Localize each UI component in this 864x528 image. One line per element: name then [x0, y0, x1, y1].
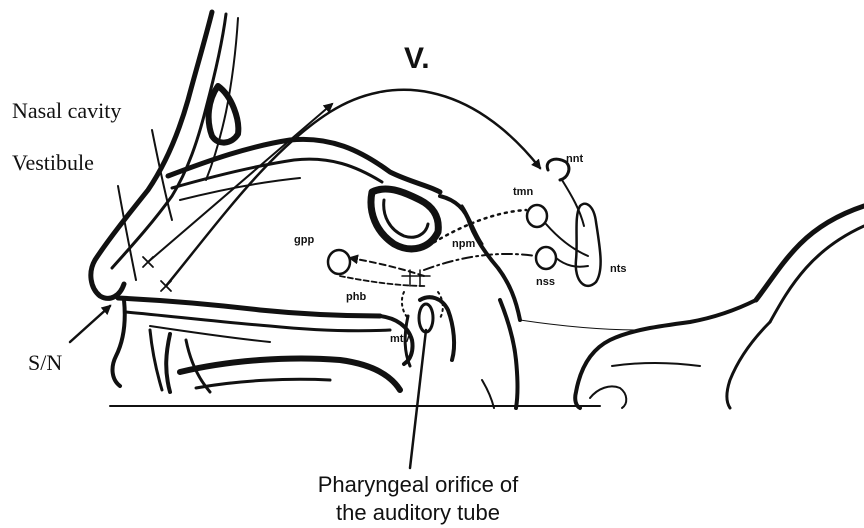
label-vestibule: Vestibule: [12, 150, 94, 175]
auditory-tube-pointer: [410, 304, 433, 468]
label-pharyngeal-line1: Pharyngeal orifice of: [318, 472, 519, 497]
label-phb: phb: [346, 291, 366, 303]
label-nnt: nnt: [566, 153, 583, 165]
brainstem-nuclei: [328, 159, 601, 286]
label-nts: nts: [610, 263, 627, 275]
label-sn: S/N: [28, 350, 62, 375]
skull-outline: [91, 12, 864, 408]
label-npm: npm: [452, 238, 475, 250]
label-nss: nss: [536, 276, 555, 288]
label-gpp: gpp: [294, 234, 314, 246]
label-pharyngeal-line2: the auditory tube: [336, 500, 500, 525]
label-v: V.: [404, 42, 430, 75]
label-tmn: tmn: [513, 186, 533, 198]
label-mtv: mtv: [390, 333, 410, 345]
label-nasal-cavity: Nasal cavity: [12, 98, 121, 123]
